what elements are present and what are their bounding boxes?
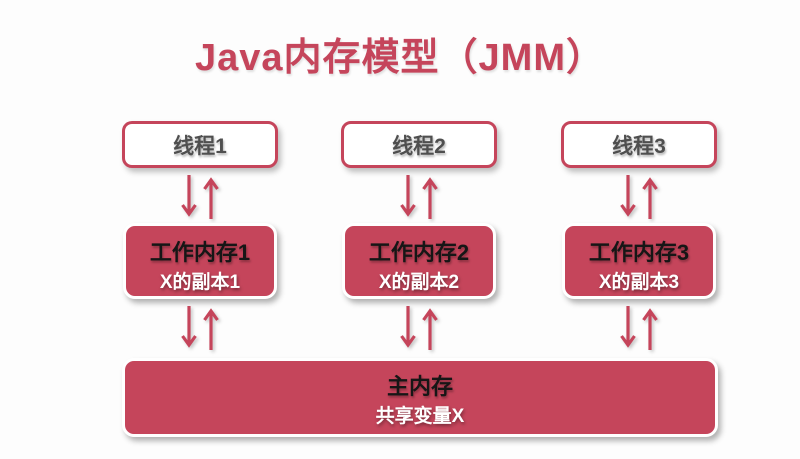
working-memory-box-2: 工作内存2 X的副本2 — [342, 223, 496, 299]
sync-arrows-icon — [181, 306, 219, 350]
thread-box-2: 线程2 — [341, 121, 497, 168]
thread1-workmem1-arrows — [175, 174, 225, 220]
sync-arrows-icon — [400, 175, 438, 219]
up-arrow-icon — [642, 177, 658, 219]
up-arrow-icon — [203, 308, 219, 350]
down-arrow-icon — [620, 175, 636, 217]
working-memory-copy-2: X的副本2 — [378, 272, 460, 293]
thread-box-1: 线程1 — [122, 121, 278, 168]
down-arrow-icon — [620, 306, 636, 348]
down-arrow-icon — [181, 175, 197, 217]
workmem2-mainmem-arrows — [394, 305, 444, 351]
main-memory-title: 主内存 — [386, 374, 453, 399]
working-memory-copy-1: X的副本1 — [159, 272, 241, 293]
working-memory-box-3: 工作内存3 X的副本3 — [562, 223, 716, 299]
main-memory-variable: 共享变量X — [375, 406, 465, 427]
up-arrow-icon — [642, 308, 658, 350]
working-memory-box-1: 工作内存1 X的副本1 — [123, 223, 277, 299]
workmem1-mainmem-arrows — [175, 305, 225, 351]
thread3-workmem3-arrows — [614, 174, 664, 220]
diagram-title: Java内存模型（JMM） — [195, 37, 605, 79]
main-memory-box: 主内存 共享变量X — [122, 358, 718, 437]
up-arrow-icon — [203, 177, 219, 219]
workmem3-mainmem-arrows — [614, 305, 664, 351]
up-arrow-icon — [422, 177, 438, 219]
working-memory-copy-3: X的副本3 — [598, 272, 680, 293]
down-arrow-icon — [400, 175, 416, 217]
working-memory-title-2: 工作内存2 — [368, 240, 470, 265]
sync-arrows-icon — [620, 306, 658, 350]
working-memory-title-3: 工作内存3 — [588, 240, 690, 265]
up-arrow-icon — [422, 308, 438, 350]
sync-arrows-icon — [181, 175, 219, 219]
down-arrow-icon — [181, 306, 197, 348]
thread-box-3: 线程3 — [561, 121, 717, 168]
sync-arrows-icon — [400, 306, 438, 350]
down-arrow-icon — [400, 306, 416, 348]
sync-arrows-icon — [620, 175, 658, 219]
thread2-workmem2-arrows — [394, 174, 444, 220]
thread-label-2: 线程2 — [392, 134, 446, 158]
working-memory-title-1: 工作内存1 — [149, 240, 251, 265]
thread-label-3: 线程3 — [612, 134, 666, 158]
thread-label-1: 线程1 — [173, 134, 227, 158]
